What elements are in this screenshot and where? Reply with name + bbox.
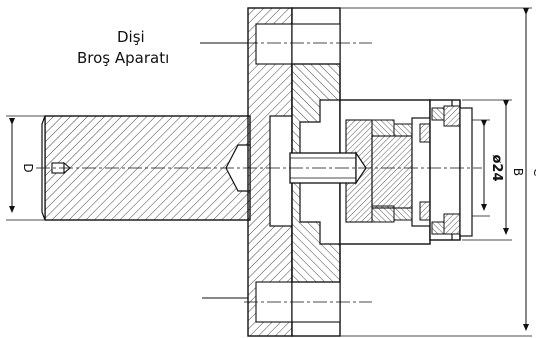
front-cap bbox=[429, 99, 473, 241]
dimension-d: D bbox=[6, 115, 44, 221]
centerlines bbox=[36, 42, 482, 303]
dimension-c: C bbox=[340, 7, 536, 337]
title-line-2: Broş Aparatı bbox=[77, 49, 170, 67]
dimension-c-label: C bbox=[531, 168, 536, 176]
dimension-bore-label: ø24 bbox=[489, 154, 504, 181]
dimension-d-label: D bbox=[21, 163, 35, 172]
dimension-bore: ø24 bbox=[472, 119, 504, 217]
dimension-b-label: B bbox=[511, 168, 525, 176]
title-line-1: Dişi bbox=[117, 28, 145, 46]
dimension-b: B bbox=[462, 99, 525, 241]
flange-section bbox=[247, 7, 293, 337]
